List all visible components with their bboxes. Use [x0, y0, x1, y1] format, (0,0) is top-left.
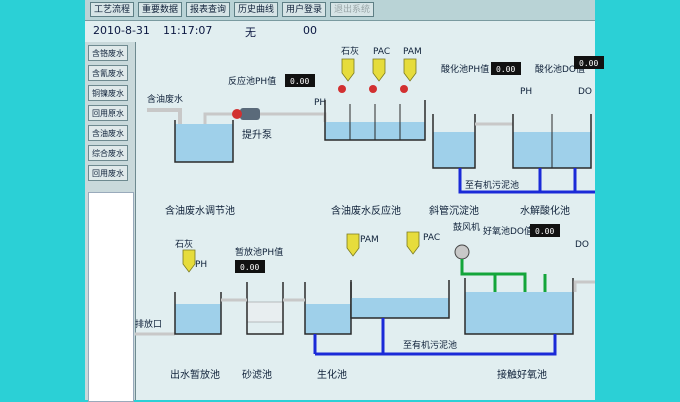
temp-ph-value: 0.00	[240, 263, 259, 272]
label-tank-temp: 出水暂放池	[170, 368, 220, 381]
pump-pipe	[203, 112, 327, 124]
return-pipe	[573, 280, 595, 292]
label-tank-sand: 砂滤池	[242, 368, 272, 381]
sidebar: 含铬废水 含氰废水 铜镍废水 回用原水 含油废水 综合废水 回用废水	[85, 42, 136, 402]
label-acid-do: 酸化池DO值	[535, 63, 585, 75]
menu-history[interactable]: 历史曲线	[234, 2, 278, 17]
tank-aerobic	[464, 278, 574, 335]
temp-ph-display	[235, 260, 265, 273]
status-time: 11:17:07	[163, 24, 213, 37]
label-tank-hydrolysis: 水解酸化池	[520, 204, 570, 217]
dosing-pump2-icon	[369, 85, 377, 93]
label-tank-reaction: 含油废水反应池	[331, 204, 401, 217]
sidebar-item-chrome[interactable]: 含铬废水	[88, 45, 128, 61]
inlet-pipe	[147, 108, 182, 124]
label-tank-bio: 生化池	[317, 368, 347, 381]
sludge-pipe-bottom	[381, 318, 557, 356]
label-ph2: PH	[520, 87, 532, 97]
label-oil-inlet: 含油废水	[147, 93, 183, 105]
menu-report[interactable]: 报表查询	[186, 2, 230, 17]
process-diagram: 含油废水 含油废水调节池 提升泵 反应池PH值 0.00 石灰 PAC PAM	[135, 45, 604, 381]
tank-settle-water	[433, 132, 475, 168]
label-do2: DO	[575, 240, 589, 250]
dosing-lime1-icon[interactable]	[341, 58, 355, 82]
tank-settle	[432, 114, 476, 169]
sand-filter-media	[246, 301, 284, 323]
status-alarm: 无	[245, 26, 256, 39]
dosing-pac1-icon[interactable]	[372, 58, 386, 82]
dosing-pump1-icon	[338, 85, 346, 93]
bio-mix-water	[351, 298, 449, 318]
acid-ph-display	[491, 62, 521, 75]
blower-icon[interactable]	[454, 244, 470, 260]
label-aerobic-do: 好氧池DO值	[483, 225, 533, 237]
label-pam2: PAM	[360, 235, 379, 245]
label-acid-ph: 酸化池PH值	[441, 63, 489, 75]
menu-login[interactable]: 用户登录	[282, 2, 326, 17]
reaction-ph-value: 0.00	[290, 77, 309, 86]
dosing-pump3-icon	[400, 85, 408, 93]
menu-key-data[interactable]: 重要数据	[138, 2, 182, 17]
tank-bio-water	[305, 304, 351, 334]
sidebar-item-reuse[interactable]: 回用废水	[88, 165, 128, 181]
pump-motor-icon	[232, 109, 242, 119]
aerobic-do-display	[530, 224, 560, 237]
label-pac2: PAC	[423, 233, 440, 243]
sidebar-item-cyanide[interactable]: 含氰废水	[88, 65, 128, 81]
tank-temp-water	[175, 304, 221, 334]
sidebar-item-copper-nickel[interactable]: 铜镍废水	[88, 85, 128, 101]
tank-sand	[246, 282, 284, 335]
sidebar-item-combined[interactable]: 综合废水	[88, 145, 128, 161]
dosing-pam1-icon[interactable]	[403, 58, 417, 82]
lift-pump-icon[interactable]	[240, 108, 260, 120]
status-date: 2010-8-31	[93, 24, 150, 37]
label-lime2: 石灰	[175, 238, 193, 250]
menu-process[interactable]: 工艺流程	[90, 2, 134, 17]
menu-exit[interactable]: 退出系统	[330, 2, 374, 17]
label-ph3: PH	[195, 260, 207, 270]
sidebar-item-reuse-raw[interactable]: 回用原水	[88, 105, 128, 121]
acid-ph-value: 0.00	[496, 65, 515, 74]
dosing-lime2-icon[interactable]	[182, 249, 196, 273]
aerobic-do-value: 0.00	[535, 227, 554, 236]
label-tank-adjust: 含油废水调节池	[165, 204, 235, 217]
label-blower: 鼓风机	[453, 221, 480, 233]
dosing-pac2-icon[interactable]	[406, 231, 420, 255]
dosing-pam2-icon[interactable]	[346, 233, 360, 257]
label-ph1: PH	[314, 98, 326, 108]
tank-adjust	[174, 120, 234, 163]
menu-bar: 工艺流程 重要数据 报表查询 历史曲线 用户登录 退出系统	[85, 0, 595, 21]
label-do1: DO	[578, 87, 592, 97]
label-reaction-ph: 反应池PH值	[228, 75, 276, 87]
label-lift-pump: 提升泵	[242, 129, 272, 141]
tank-adjust-water	[175, 124, 233, 162]
label-lime1: 石灰	[341, 45, 359, 57]
acid-do-value: 0.00	[579, 59, 598, 68]
acid-do-display	[574, 56, 604, 69]
sludge-pipe-top	[458, 168, 595, 194]
tank-temp	[174, 292, 222, 335]
tank-aerobic-water	[465, 292, 573, 334]
label-to-sludge2: 至有机污泥池	[403, 339, 457, 351]
scada-window: 工艺流程 重要数据 报表查询 历史曲线 用户登录 退出系统 2010-8-31 …	[85, 0, 604, 402]
label-tank-aerobic: 接触好氧池	[497, 368, 547, 381]
bio-mix-tank	[350, 280, 450, 319]
status-code: 00	[303, 24, 317, 37]
status-bar: 2010-8-31 11:17:07 无 00	[85, 21, 595, 41]
sidebar-item-oil[interactable]: 含油废水	[88, 125, 128, 141]
label-tank-settle: 斜管沉淀池	[429, 204, 479, 217]
reaction-ph-display	[285, 74, 315, 87]
label-pam1: PAM	[403, 47, 422, 57]
label-temp-ph: 暂放池PH值	[235, 246, 283, 258]
label-to-sludge1: 至有机污泥池	[465, 179, 519, 191]
label-discharge: 排放口	[135, 318, 162, 330]
sidebar-blank-panel	[88, 192, 134, 402]
label-pac1: PAC	[373, 47, 390, 57]
